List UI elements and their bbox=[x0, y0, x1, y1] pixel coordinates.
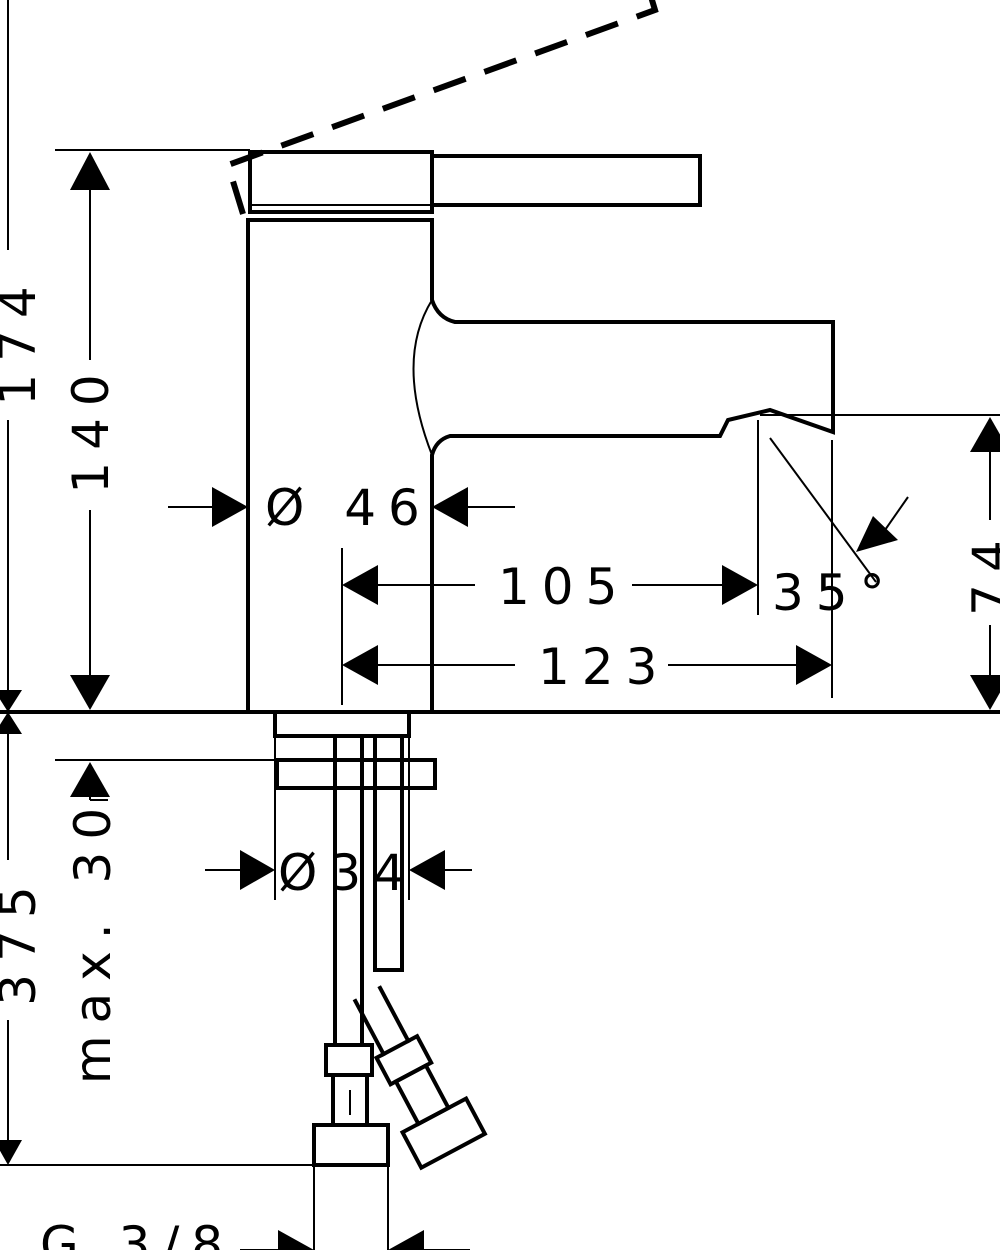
dimension-spout-reach: 105 bbox=[342, 558, 758, 616]
dimension-below-counter: 375 bbox=[0, 712, 47, 1165]
dimension-shank-diameter: Ø34 bbox=[205, 844, 472, 902]
spout-height-label: 74 bbox=[962, 528, 1000, 616]
dimension-overall-reach: 123 bbox=[342, 638, 832, 696]
shank-diameter-label: Ø34 bbox=[278, 844, 417, 902]
dimension-spout-angle: 35° bbox=[769, 437, 909, 622]
hose-connector-vertical bbox=[312, 1043, 390, 1167]
shank-collar bbox=[273, 710, 411, 738]
dimension-total-height: 174 bbox=[0, 0, 47, 712]
dimension-spout-height: 74 bbox=[962, 417, 1000, 710]
lever-handle bbox=[248, 150, 702, 214]
spout-angle-label: 35° bbox=[772, 564, 897, 622]
dimension-body-diameter: Ø 46 bbox=[168, 479, 515, 537]
body-height-label: 140 bbox=[62, 362, 120, 493]
total-height-label: 174 bbox=[0, 274, 47, 405]
body-diameter-label: Ø 46 bbox=[265, 479, 432, 537]
dimension-body-height: 140 bbox=[62, 152, 120, 710]
below-counter-label: 375 bbox=[0, 874, 47, 1005]
dimension-connection-thread: G 3/8 bbox=[40, 1216, 470, 1250]
lever-open-position bbox=[224, 0, 659, 215]
hose-connector-angled bbox=[352, 985, 488, 1171]
faucet-body bbox=[246, 218, 835, 714]
faucet-outline bbox=[224, 0, 835, 1171]
fixing-nut bbox=[275, 758, 437, 790]
dimension-max-thickness: max. 30 bbox=[64, 762, 122, 1084]
connection-thread-label: G 3/8 bbox=[40, 1216, 235, 1250]
overall-reach-label: 123 bbox=[538, 638, 669, 696]
max-thickness-label: max. 30 bbox=[64, 796, 122, 1084]
spout-reach-label: 105 bbox=[498, 558, 629, 616]
